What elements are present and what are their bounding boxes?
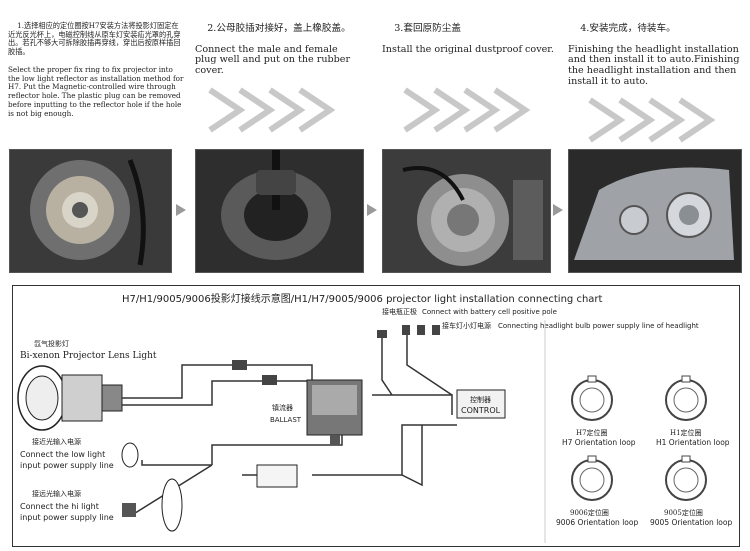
step-2-title-cn: 公母胶插对接好，盖上橡胶盖。 [216, 22, 351, 34]
ring-9006-cn: 9006定位圈 [570, 508, 609, 517]
connector-1 [232, 360, 247, 370]
step-4-text: 4.安装完成，待装车。 Finishing the headlight inst… [568, 13, 744, 98]
ring-9005-en: 9005 Orientation loop [650, 518, 732, 527]
ring-h1-cn: H1定位圈 [670, 428, 702, 437]
step-3-text-en: Install the original dustproof cover. [382, 43, 554, 55]
battery-label-en: Connect with battery cell positive pole [422, 308, 557, 316]
controller-icon [456, 389, 506, 419]
photo-step-3 [382, 149, 551, 273]
step-1-number: 1. [17, 20, 24, 30]
connector-2 [262, 375, 277, 385]
ring-9006-en: 9006 Orientation loop [556, 518, 638, 527]
connector-5 [417, 325, 425, 335]
chevron-decoration-2 [208, 87, 336, 133]
projector-lens-icon [17, 365, 123, 431]
arrow-2-3 [365, 149, 379, 271]
high-bulb-icon [122, 478, 183, 532]
high-label-en2: input power supply line [20, 513, 114, 522]
chevron-decoration-4 [588, 97, 716, 143]
photo-step-1 [9, 149, 172, 273]
step-3-title-cn: 套回原防尘盖 [403, 22, 461, 34]
headlight-label-en: Connecting headlight bulb power supply l… [498, 322, 699, 330]
connector-6 [432, 325, 440, 335]
headlight-label-cn: 接车灯小灯电源 [442, 321, 491, 330]
step-3-text: 3.套回原防尘盖 Install the original dustproof … [382, 13, 554, 66]
ring-9005-icon [665, 455, 707, 501]
ring-h7-icon [571, 375, 613, 421]
arrow-1-2 [174, 149, 188, 271]
step-2-text-en: Connect the male and female plug well an… [195, 43, 354, 76]
step-2-text: 2.公母胶插对接好，盖上橡胶盖。 Connect the male and fe… [195, 13, 357, 87]
step-2-number: 2. [207, 22, 217, 34]
battery-label-cn: 接电瓶正极 [382, 307, 417, 316]
wiring-diagram: H7/H1/9005/9006投影灯接线示意图/H1/H7/9005/9006 … [12, 285, 740, 547]
photo-step-2 [195, 149, 364, 273]
step-1-text-en: Select the proper fix ring to fix projec… [8, 64, 186, 118]
ring-9006-icon [571, 455, 613, 501]
ballast-label-en: BALLAST [270, 416, 302, 424]
arrow-3-4 [551, 149, 565, 271]
lens-label-cn: 氙气投影灯 [34, 339, 69, 348]
ring-h1-en: H1 Orientation loop [656, 438, 730, 447]
ring-h7-en: H7 Orientation loop [562, 438, 636, 447]
step-1-text: 1.选择相应的定位圈按H7安装方法将投影灯固定在近光反光杯上，电磁控制线从原车灯… [8, 13, 184, 127]
low-bulb-icon [121, 442, 139, 468]
connector-4 [402, 325, 410, 335]
diagram-title: H7/H1/9005/9006投影灯接线示意图/H1/H7/9005/9006 … [122, 292, 603, 305]
step-4-title-cn: 安装完成，待装车。 [589, 22, 676, 34]
ring-h7-cn: H7定位圈 [576, 428, 608, 437]
low-label-en2: input power supply line [20, 461, 114, 470]
high-label-cn: 接远光输入电源 [32, 489, 81, 498]
ballast-label-cn: 镇流器 [272, 403, 293, 412]
connector-3 [377, 330, 387, 338]
step-1-title-cn: 选择相应的定位圈按H7安装方法将投影灯固定在近光反光杯上，电磁控制线从原车灯安装… [8, 20, 181, 57]
ring-9005-cn: 9005定位圈 [664, 508, 703, 517]
controller-label-cn: 控制器 [470, 395, 491, 404]
chevron-decoration-3 [403, 87, 531, 133]
step-3-number: 3. [394, 22, 404, 34]
ballast-icon [306, 379, 363, 445]
controller-label-en: CONTROL [461, 406, 501, 415]
lens-label-en: Bi-xenon Projector Lens Light [20, 351, 157, 361]
high-label-en1: Connect the hi light [20, 502, 99, 511]
photo-step-4 [568, 149, 742, 273]
low-label-cn: 接近光输入电源 [32, 437, 81, 446]
step-4-text-en: Finishing the headlight installation and… [568, 43, 743, 87]
junction-box [256, 464, 298, 488]
ring-h1-icon [665, 375, 707, 421]
step-4-number: 4. [580, 22, 590, 34]
low-label-en1: Connect the low light [20, 450, 105, 459]
